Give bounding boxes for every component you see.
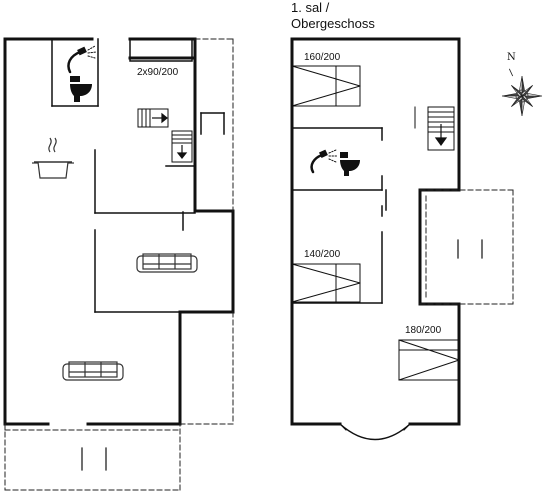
shower-icon xyxy=(67,45,97,74)
stairs-down-arrow-icon xyxy=(176,145,188,159)
ground-floor-interior-walls xyxy=(51,38,225,313)
stairs-down-arrow-icon xyxy=(434,124,448,147)
upper-floor-title-line2: Obergeschoss xyxy=(291,16,375,31)
stairs-down-arrow-icon xyxy=(152,112,168,124)
sofa-icon xyxy=(62,361,124,381)
cooking-pot-icon xyxy=(32,137,74,179)
ground-floor-plan xyxy=(3,37,235,491)
ground-floor-outer-walls xyxy=(3,37,235,426)
bed-symbol xyxy=(291,263,361,303)
toilet-icon xyxy=(70,76,92,102)
upper-floor-outer-walls xyxy=(290,37,461,426)
compass-rose-icon xyxy=(501,68,543,117)
upper-floor-title: 1. sal / Obergeschoss xyxy=(291,0,375,32)
bed-symbol xyxy=(291,65,361,107)
upper-floor-title-line1: 1. sal / xyxy=(291,0,330,15)
upper-floor-plan xyxy=(290,37,514,441)
ground-floor-terrace-door-marks xyxy=(81,447,107,471)
stairs-upper-floor xyxy=(414,106,455,151)
upper-floor-interior-walls xyxy=(291,127,387,304)
compass-north-label: N xyxy=(507,52,516,63)
bed-symbol xyxy=(128,38,194,62)
bed-symbol xyxy=(398,339,460,381)
bed-label-2x90: 2x90/200 xyxy=(137,67,179,78)
shower-icon xyxy=(310,149,338,174)
bed-label-160: 160/200 xyxy=(304,52,341,63)
ground-floor-dashed-outline xyxy=(4,38,234,491)
bed-label-140: 140/200 xyxy=(304,249,341,260)
bay-window-arc xyxy=(338,422,412,441)
stairs-ground-floor xyxy=(137,108,193,163)
toilet-icon xyxy=(340,152,360,176)
bed-label-180: 180/200 xyxy=(405,325,442,336)
sofa-icon xyxy=(136,253,198,273)
balcony-door-marks xyxy=(457,239,483,259)
upper-floor-dashed-balcony xyxy=(419,189,514,305)
